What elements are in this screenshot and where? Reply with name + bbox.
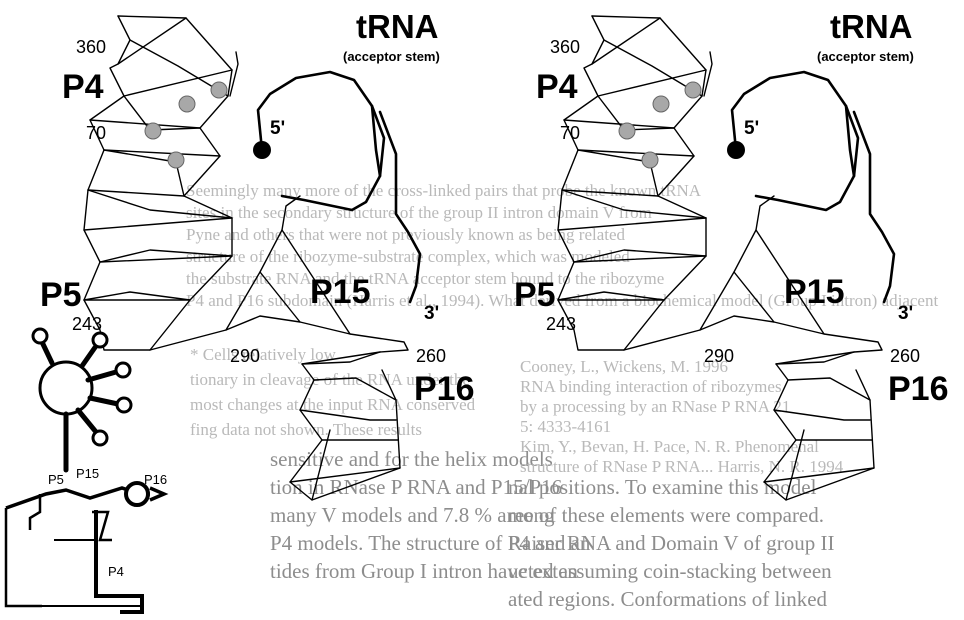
secondary-structure-inset: P5 P15 P16 P4 [6, 329, 167, 612]
label-3-prime: 3' [898, 303, 913, 324]
trna-acceptor-stem [727, 72, 894, 302]
contact-dot [653, 96, 669, 112]
hairpin-loop [93, 431, 107, 445]
label-p5: P5 [40, 276, 82, 314]
central-loop [40, 362, 92, 414]
inset-label-p4: P4 [108, 564, 124, 579]
bg-line-5: the substrate RNA and the tRNA acceptor … [186, 269, 664, 288]
inset-frame-left [6, 508, 42, 606]
label-290: 290 [230, 346, 260, 366]
label-5-prime: 5' [270, 118, 285, 139]
stem [88, 372, 116, 380]
contact-dot [619, 123, 635, 139]
label-243: 243 [72, 314, 102, 334]
stem [78, 410, 96, 432]
contact-dot [179, 96, 195, 112]
label-290: 290 [704, 346, 734, 366]
bg-right-2: ree of these elements were compared. [508, 503, 824, 527]
hairpin-loop [117, 398, 131, 412]
hairpin-loop [93, 333, 107, 347]
hairpin-loop [33, 329, 47, 343]
bg-bottom-4: fing data not shown. These results [190, 420, 422, 439]
rung [118, 18, 186, 64]
inset-hairpin-p16 [150, 488, 164, 500]
contact-dot [211, 82, 227, 98]
trna-strand [732, 72, 858, 210]
label-p5: P5 [514, 276, 556, 314]
background-text: Seemingly many more of the cross-linked … [186, 181, 938, 611]
hairpin-loop [116, 363, 130, 377]
label-trna-title: tRNA [830, 8, 912, 45]
stem [90, 398, 118, 404]
bg-ref-1: Cooney, L., Wickens, M. 1996 [520, 357, 728, 376]
bg-bottom-1: * Cells relatively low [190, 345, 337, 364]
stem [42, 342, 52, 363]
bg-line-4: structure of the ribozyme-substrate comp… [186, 247, 630, 266]
contact-dot [685, 82, 701, 98]
contact-dot [145, 123, 161, 139]
bg-ref-3: by a processing by an RNase P RNA 21 [520, 397, 790, 416]
rung [788, 378, 870, 400]
bg-ref-4: 5: 4333-4161 [520, 417, 611, 436]
label-trna-subtitle: (acceptor stem) [817, 49, 914, 64]
five-prime-end-marker [253, 141, 271, 159]
bg-line-2: sites in the secondary structure of the … [186, 203, 652, 222]
inset-label-p5: P5 [48, 472, 64, 487]
label-260: 260 [890, 346, 920, 366]
label-p16: P16 [414, 370, 475, 408]
five-prime-end-marker [727, 141, 745, 159]
trna-3prime-tail [854, 112, 894, 302]
label-70: 70 [560, 123, 580, 143]
bg-right-4: ucted assuming coin-stacking between [508, 559, 832, 583]
label-243: 243 [546, 314, 576, 334]
label-p16: P16 [888, 370, 949, 408]
contact-dot [642, 152, 658, 168]
label-trna-title: tRNA [356, 8, 438, 45]
label-360: 360 [550, 37, 580, 57]
stem [82, 346, 96, 366]
bg-right-3: Raiser RNA and Domain V of group II [508, 531, 834, 555]
label-5-prime: 5' [744, 118, 759, 139]
label-p4: P4 [62, 68, 104, 106]
bg-ref-2: RNA binding interaction of ribozymes [520, 377, 782, 396]
label-p4: P4 [536, 68, 578, 106]
rung [84, 292, 190, 300]
inset-label-p15: P15 [76, 466, 99, 481]
label-260: 260 [416, 346, 446, 366]
label-p15: P15 [784, 273, 845, 311]
rung [592, 18, 660, 64]
bg-ref-5: Kim, Y., Bevan, H. Pace, N. R. Phenomena… [520, 437, 819, 456]
bg-bottom-5: sensitive and for the helix models [270, 447, 553, 471]
bg-right-5: ated regions. Conformations of linked [508, 587, 828, 611]
label-p15: P15 [310, 273, 371, 311]
inset-label-p16: P16 [144, 472, 167, 487]
label-3-prime: 3' [424, 303, 439, 324]
contact-dot [168, 152, 184, 168]
label-trna-subtitle: (acceptor stem) [343, 49, 440, 64]
bg-line-1: Seemingly many more of the cross-linked … [186, 181, 702, 200]
label-70: 70 [86, 123, 106, 143]
label-360: 360 [76, 37, 106, 57]
